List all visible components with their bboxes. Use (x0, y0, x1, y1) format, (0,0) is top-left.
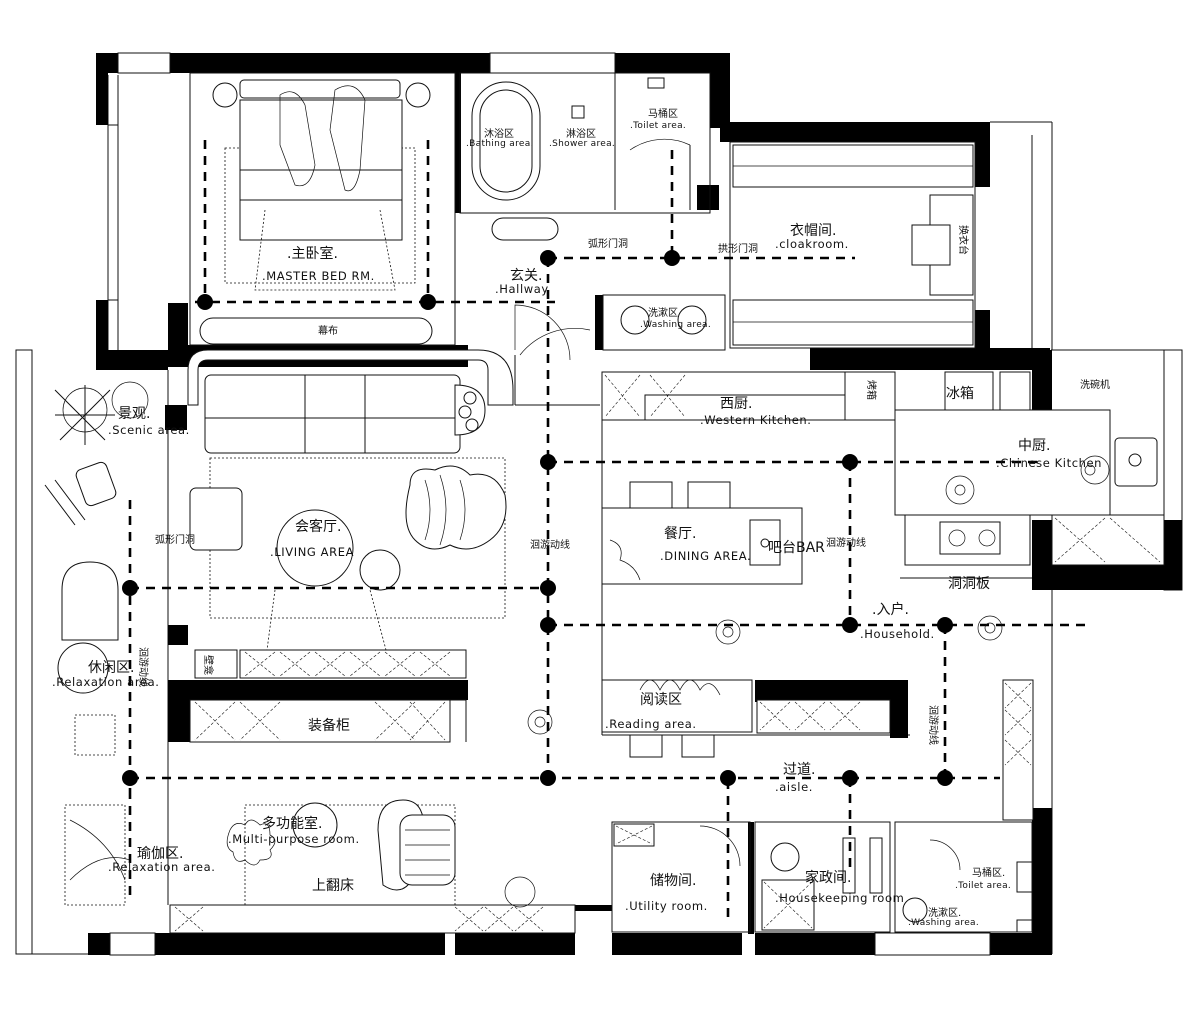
utility-label-zh: 储物间. (650, 873, 696, 889)
circulation-lines (128, 140, 1090, 922)
dining-area (601, 481, 803, 585)
washing2-label-zh: 洗漱区. (928, 907, 961, 919)
toilet2-label-zh: 马桶区. (972, 866, 1005, 879)
room-labels: .主卧室. .MASTER BED RM. 幕布 沐浴区 .Bathing ar… (52, 107, 1110, 928)
dining-label-zh: 餐厅. (664, 526, 696, 542)
multi-label-zh: 多功能室. (262, 815, 322, 832)
shower-label-en: .Shower area. (549, 139, 615, 149)
shower-label-zh: 淋浴区 (566, 127, 596, 140)
walls (88, 53, 1182, 955)
master-bathroom (459, 72, 711, 241)
scenic-relaxation-area (44, 381, 149, 906)
bench-label: 换衣台 (957, 225, 970, 255)
flow-line-label-4: 洄游动线 (927, 705, 940, 745)
scenic-label-en: .Scenic area. (108, 423, 190, 437)
flow-line-label-2: 洄游动线 (826, 536, 866, 549)
circulation-nodes (122, 250, 953, 786)
housekeeping-label-zh: 家政间. (805, 869, 851, 886)
pegboard-label: 洞洞板 (948, 576, 990, 592)
toilet-label-en: .Toilet area. (630, 121, 686, 131)
reading-label-en: .Reading area. (605, 717, 697, 731)
flow-line-label-3: 洄游动线 (137, 647, 150, 687)
bar-label: 吧台BAR (768, 540, 825, 556)
yoga-label-en: .Relaxation area. (108, 860, 215, 874)
oven-label: 烤箱 (865, 380, 878, 400)
flip-bed-label: 上翻床 (312, 878, 354, 894)
chinese-kitchen-label-zh: 中厨. (1018, 438, 1050, 454)
reading-label-zh: 阅读区 (640, 691, 682, 708)
master-bed-label-zh: .主卧室. (287, 245, 338, 262)
scenic-label-zh: 景观. (118, 406, 150, 422)
toilet2-label-en: .Toilet area. (955, 881, 1011, 891)
relaxation-label-en: .Relaxation area. (52, 675, 159, 689)
utility-label-en: .Utility room. (625, 899, 708, 913)
living-label-en: .LIVING AREA (270, 545, 354, 559)
reading-area (601, 679, 1034, 821)
arch-door-label-3: 弧形门洞 (155, 533, 195, 546)
equipment-cabinet (189, 699, 467, 743)
household-label-zh: .入户. (872, 601, 909, 618)
cloakroom-label-en: .cloakroom. (775, 237, 849, 251)
arch-door-label-1: 弧形门洞 (588, 237, 628, 250)
living-area (187, 349, 514, 679)
living-label-zh: 会客厅. (295, 518, 341, 535)
hall-doors (514, 304, 600, 406)
hallway-label-en: .Hallway (495, 282, 549, 296)
people-figures (527, 464, 1096, 735)
curtain-label: 幕布 (318, 324, 338, 337)
bathing-label-en: .Bathing area. (466, 139, 534, 149)
cloakroom-label-zh: 衣帽间. (790, 223, 836, 239)
toilet-label-zh: 马桶区 (648, 107, 678, 120)
washing-label-zh: 洗漱区 (648, 307, 678, 319)
dining-label-en: .DINING AREA. (660, 549, 751, 563)
aisle-label-en: .aisle. (775, 780, 813, 794)
household-label-en: .Household. (860, 627, 935, 641)
master-bedroom (189, 72, 456, 346)
multi-label-en: .Multi-purpose room. (228, 832, 360, 846)
western-kitchen-label-zh: 西厨. (720, 396, 752, 412)
bottom-service-rooms (611, 821, 1033, 933)
flow-line-label-1: 洄游动线 (530, 538, 570, 551)
bathing-label-zh: 沐浴区 (484, 127, 514, 140)
fridge-label: 冰箱 (946, 386, 974, 402)
yoga-label-zh: 瑜伽区. (137, 846, 183, 862)
dishwasher-label: 洗碗机 (1080, 378, 1110, 391)
washing-label-en: .Washing area. (640, 320, 711, 330)
equipment-cabinet-label: 装备柜 (308, 717, 350, 734)
multi-purpose-room (169, 799, 576, 934)
arch-door-label-2: 拱形门洞 (718, 242, 758, 255)
housekeeping-label-en: .Housekeeping room (775, 891, 904, 905)
master-bed-label-en: .MASTER BED RM. (262, 269, 375, 283)
aisle-label-zh: 过道. (783, 762, 815, 778)
kitchen (601, 371, 1165, 579)
washing2-label-en: .Washing area. (908, 918, 979, 928)
wall-side-label: 壁龛 (202, 655, 215, 675)
chinese-kitchen-label-en: .Chinese Kitchen (996, 456, 1102, 470)
cloakroom-area (602, 141, 976, 351)
hallway-label-zh: 玄关. (510, 267, 542, 284)
relaxation-label-zh: 休闲区. (88, 660, 134, 676)
western-kitchen-label-en: .Western Kitchen. (700, 413, 812, 427)
